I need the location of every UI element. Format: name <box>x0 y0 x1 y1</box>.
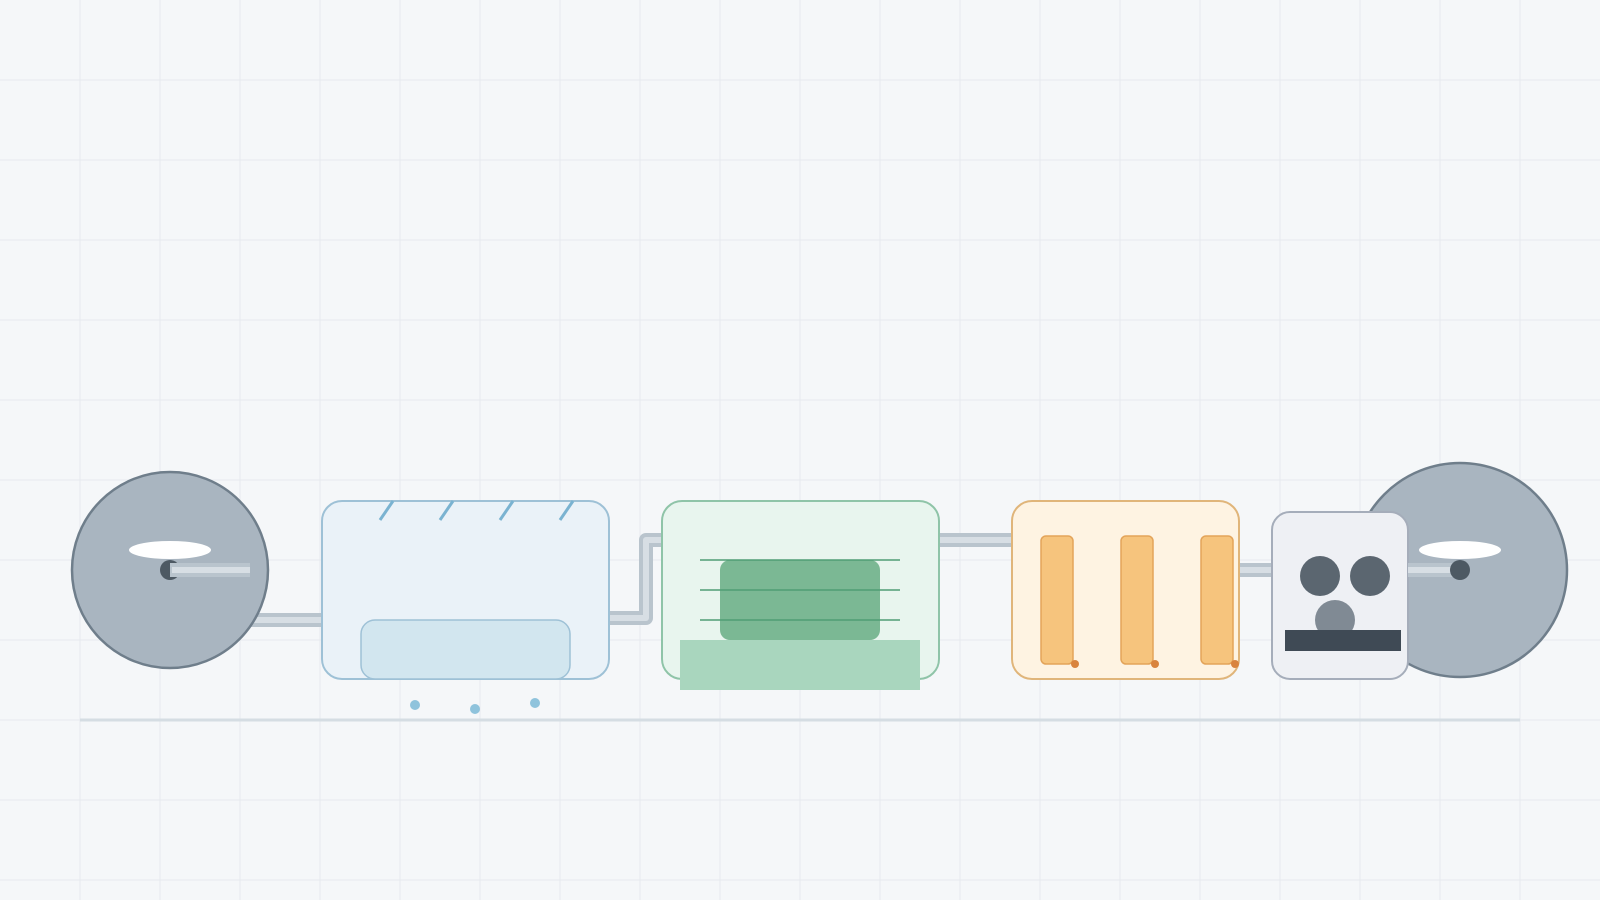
reel-hub <box>1450 560 1470 580</box>
water-drop-3 <box>530 698 540 708</box>
press-roller-right <box>1350 556 1390 596</box>
water-drop-1 <box>410 700 420 710</box>
spray-nozzle-4 <box>558 500 575 521</box>
pipe-segment-2-inner <box>608 537 662 621</box>
tank-basin <box>360 619 571 680</box>
washing-tank-icon <box>321 500 610 714</box>
water-drop-2 <box>470 704 480 714</box>
heater-indicator-1 <box>1071 660 1079 668</box>
heater-panel-1 <box>1040 535 1074 665</box>
heater-panel-3 <box>1200 535 1234 665</box>
heater-panel-2 <box>1120 535 1154 665</box>
drying-chamber <box>1011 500 1240 680</box>
reel-highlight <box>1419 541 1501 559</box>
dyeing-bath-icon <box>661 500 940 690</box>
heater-indicator-2 <box>1151 660 1159 668</box>
drying-chamber-icon <box>1011 500 1240 680</box>
washing-tank <box>321 500 610 714</box>
calender-press-icon <box>1271 511 1409 680</box>
dyeing-bath <box>661 500 940 690</box>
press-roller-left <box>1300 556 1340 596</box>
dye-roller-core <box>720 560 880 640</box>
calender-press <box>1271 511 1409 680</box>
press-body <box>1271 511 1409 680</box>
spray-nozzle-3 <box>498 500 515 521</box>
press-bed <box>1285 630 1401 651</box>
pipe-segment-2 <box>608 533 662 625</box>
rewind-reel-front <box>1408 541 1501 580</box>
spray-nozzle-1 <box>378 500 395 521</box>
heater-indicator-3 <box>1231 660 1239 668</box>
dye-bath-liquid <box>680 640 920 690</box>
reel-highlight <box>129 541 211 559</box>
spray-nozzle-2 <box>438 500 455 521</box>
